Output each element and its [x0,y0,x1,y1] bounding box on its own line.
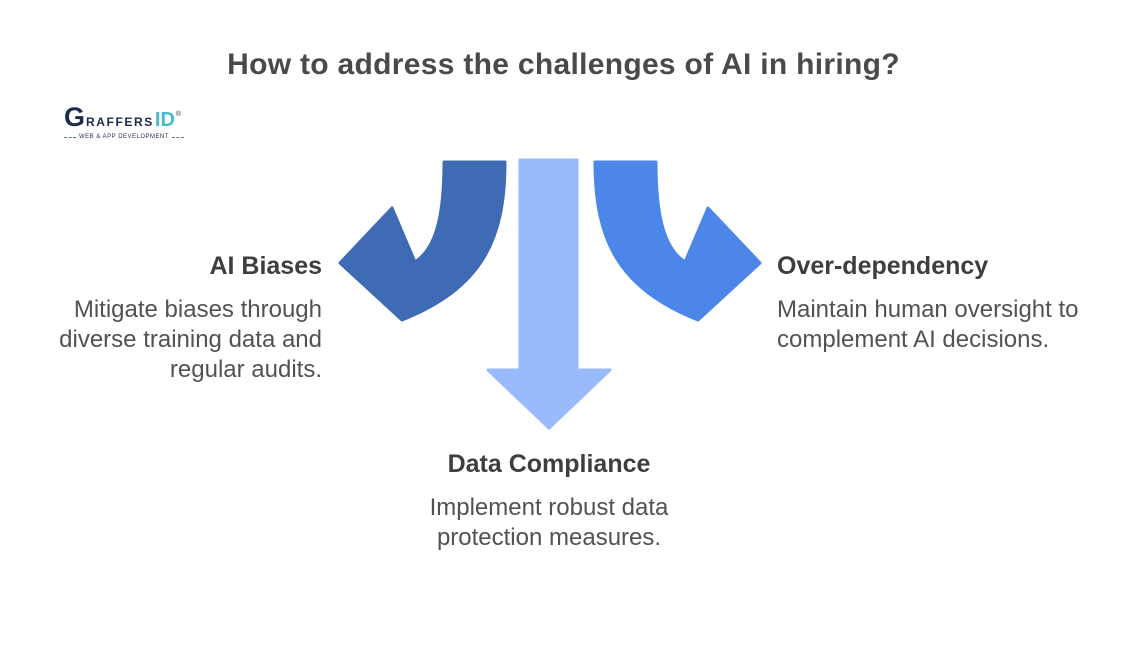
logo-g-letter: G [64,102,86,132]
registered-trademark-icon: ® [175,111,182,118]
item-heading: AI Biases [209,252,322,280]
item-heading: Over-dependency [777,252,989,280]
brand-logo: G RAFFERS ID ® WEB & APP DEVELOPMENT [64,104,184,141]
item-heading: Data Compliance [447,450,651,478]
brand-wordmark: G RAFFERS ID ® [64,104,184,131]
logo-id-text: ID [154,109,175,131]
item-description: Implement robust data protection measure… [429,494,669,551]
item-over-dependency: Over-dependency Maintain human oversight… [777,251,1095,355]
logo-tagline: WEB & APP DEVELOPMENT [64,134,184,140]
page-title: How to address the challenges of AI in h… [227,48,900,81]
down-arrow-icon [486,158,612,430]
split-arrows-graphic [338,158,762,430]
right-curved-arrow-icon [593,160,762,322]
left-curved-arrow-icon [338,160,507,322]
item-data-compliance: Data Compliance Implement robust data pr… [409,449,689,553]
item-description: Maintain human oversight to complement A… [777,296,1079,353]
item-description: Mitigate biases through diverse training… [59,296,322,383]
logo-raffers-text: RAFFERS [86,115,154,129]
item-ai-biases: AI Biases Mitigate biases through divers… [40,251,322,385]
